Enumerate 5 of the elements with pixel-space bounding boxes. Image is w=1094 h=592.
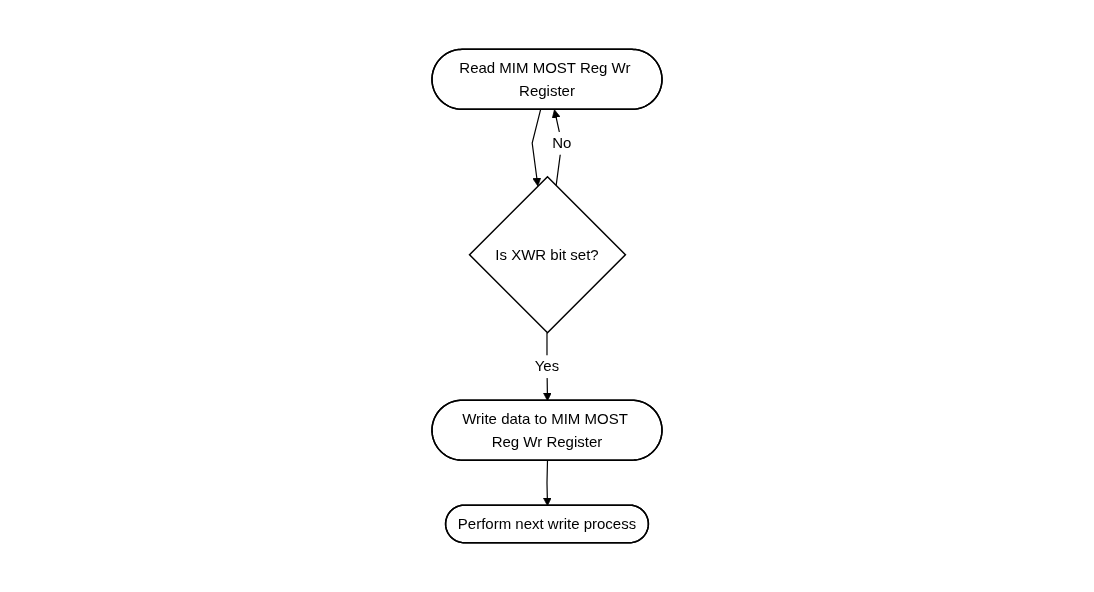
edge-label: No bbox=[552, 133, 572, 151]
node-diamond: Is XWR bit set? bbox=[468, 175, 627, 334]
arrow bbox=[531, 109, 542, 187]
arrow bbox=[542, 460, 552, 507]
edge-label: Yes bbox=[534, 357, 560, 375]
